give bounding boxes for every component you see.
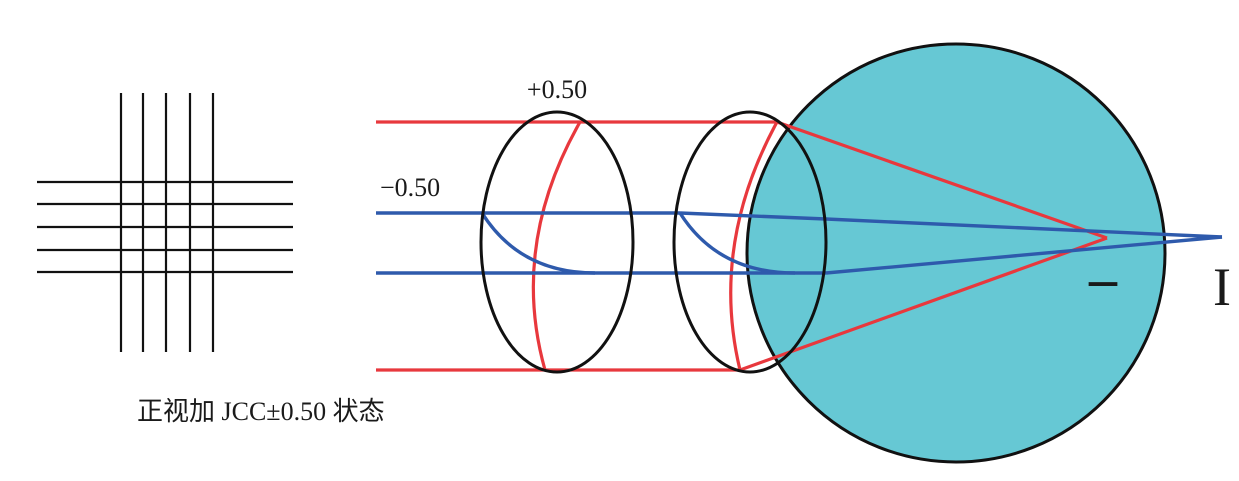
lens-rear: [672, 110, 828, 374]
plus-power-label: +0.50: [527, 75, 587, 104]
lens-group: [479, 110, 828, 374]
red-ray-bundle: [376, 120, 1108, 372]
cross-grid-target: [37, 93, 293, 352]
vertical-focal-line-mark: I: [1213, 257, 1231, 317]
horizontal-focal-line-mark: –: [1088, 248, 1118, 310]
caption: 正视加 JCC±0.50 状态: [137, 397, 385, 426]
minus-power-label: −0.50: [380, 173, 440, 202]
lens-front: [479, 110, 635, 374]
